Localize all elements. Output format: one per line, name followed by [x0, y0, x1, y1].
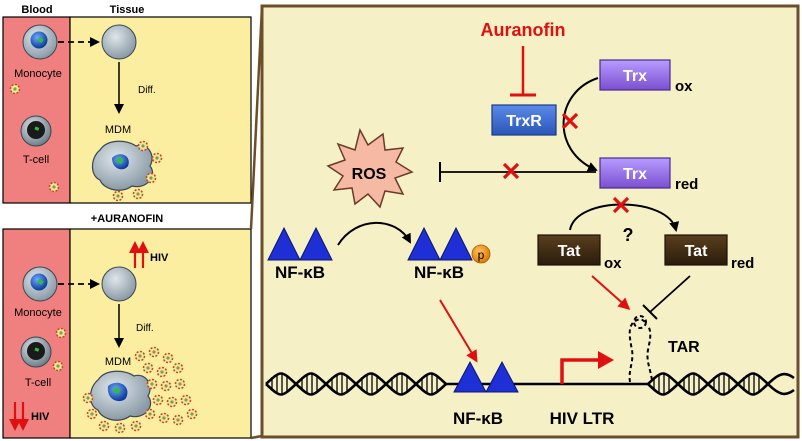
virus-particle	[145, 172, 157, 184]
nfkb-label-inactive: NF-κB	[275, 263, 325, 282]
top-panel: Blood Tissue Monocyte Diff. MDM T-cell	[2, 4, 252, 204]
tat-red-subscript: red	[731, 255, 754, 272]
monocyte-cell	[22, 266, 58, 302]
trx-reduction-arrow	[562, 77, 599, 172]
virus-particle	[55, 327, 67, 339]
tat-red-inhibition	[642, 275, 691, 320]
hiv-up-label: HIV	[150, 252, 169, 264]
mechanism-panel: Auranofin TrxR Trx ox Trx red	[260, 4, 800, 439]
virus-particle	[48, 181, 60, 193]
phospho-label: p	[478, 248, 485, 262]
tat-red-label: Tat	[685, 243, 708, 260]
tissue-label: Tissue	[110, 4, 145, 16]
hiv-decrease-indicator: HIV	[9, 402, 50, 431]
diff-label: Diff.	[138, 85, 156, 96]
trxr-label: TrxR	[506, 113, 542, 130]
tat-ox-label: Tat	[558, 243, 581, 260]
trxr-box: TrxR	[491, 104, 557, 136]
tat-ox-subscript: ox	[604, 255, 622, 272]
virus-particle	[137, 140, 149, 152]
tat-reduction-blocked-x	[612, 196, 630, 214]
tar-label: TAR	[668, 339, 700, 356]
tissue-monocyte-cell	[101, 266, 137, 302]
virus-particle	[151, 152, 163, 164]
bottom-panel: +AURANOFIN HIV Monocyte Diff. MDM T-cell…	[2, 213, 252, 439]
trxr-blocked-x	[561, 112, 579, 130]
trx-red-box: Trx red	[599, 157, 698, 193]
tat-red-box: Tat red	[664, 234, 754, 272]
monocyte-label: Monocyte	[14, 307, 62, 319]
mechanism-background	[260, 4, 800, 439]
ros-starburst: ROS	[326, 127, 414, 209]
diff-label: Diff.	[136, 323, 154, 334]
ros-label: ROS	[352, 166, 387, 183]
trx-ox-subscript: ox	[675, 78, 693, 95]
nfkb-phosphorylated: p NF-κB	[407, 226, 491, 282]
trx-ox-label: Trx	[623, 68, 647, 85]
nfkb-label-bound: NF-κB	[453, 409, 503, 428]
phosphate-group	[471, 244, 491, 264]
auranofin-treatment-title: +AURANOFIN	[91, 213, 163, 225]
tcell-cell	[20, 336, 52, 368]
nfkb-activation-arrow	[337, 221, 411, 246]
nfkb-translocation-arrow	[439, 299, 478, 363]
ros-inhibition-blocked-x	[502, 162, 520, 180]
tissue-monocyte-cell	[101, 24, 137, 60]
mdm-label: MDM	[105, 124, 131, 136]
mdm-label: MDM	[105, 356, 131, 368]
auranofin-inhibition	[510, 46, 536, 97]
tcell-label: T-cell	[23, 154, 49, 166]
tcell-label: T-cell	[25, 377, 51, 389]
hiv-ltr-label: HIV LTR	[550, 409, 615, 428]
virus-particle	[9, 83, 21, 95]
zoom-callout	[249, 6, 264, 440]
tat-ox-activation-arrow	[591, 275, 631, 310]
trx-red-label: Trx	[623, 166, 647, 183]
virus-particle	[132, 188, 144, 200]
monocyte-cell	[22, 24, 58, 60]
blood-label: Blood	[21, 4, 52, 16]
unknown-mechanism-question: ?	[623, 225, 634, 245]
transcription-start-arrow	[560, 351, 614, 384]
hiv-increase-indicator: HIV	[129, 241, 169, 268]
auranofin-label: Auranofin	[481, 20, 566, 40]
ros-inhibition	[439, 162, 596, 182]
trx-ox-box: Trx ox	[599, 59, 693, 95]
nfkb-bound: NF-κB	[453, 360, 519, 428]
virus-particle	[52, 360, 64, 372]
nfkb-label-phosphorylated: NF-κB	[414, 263, 464, 282]
monocyte-label: Monocyte	[14, 68, 62, 80]
tar-hairpin	[628, 315, 653, 383]
hiv-down-label: HIV	[31, 411, 50, 423]
tat-ox-box: Tat ox	[537, 234, 622, 272]
mdm-macrophage	[89, 370, 152, 421]
virus-particle	[112, 190, 124, 202]
trx-red-subscript: red	[675, 176, 698, 193]
dna-helix-right	[646, 372, 795, 396]
nfkb-inactive: NF-κB	[267, 226, 333, 282]
tcell-cell	[20, 115, 52, 147]
